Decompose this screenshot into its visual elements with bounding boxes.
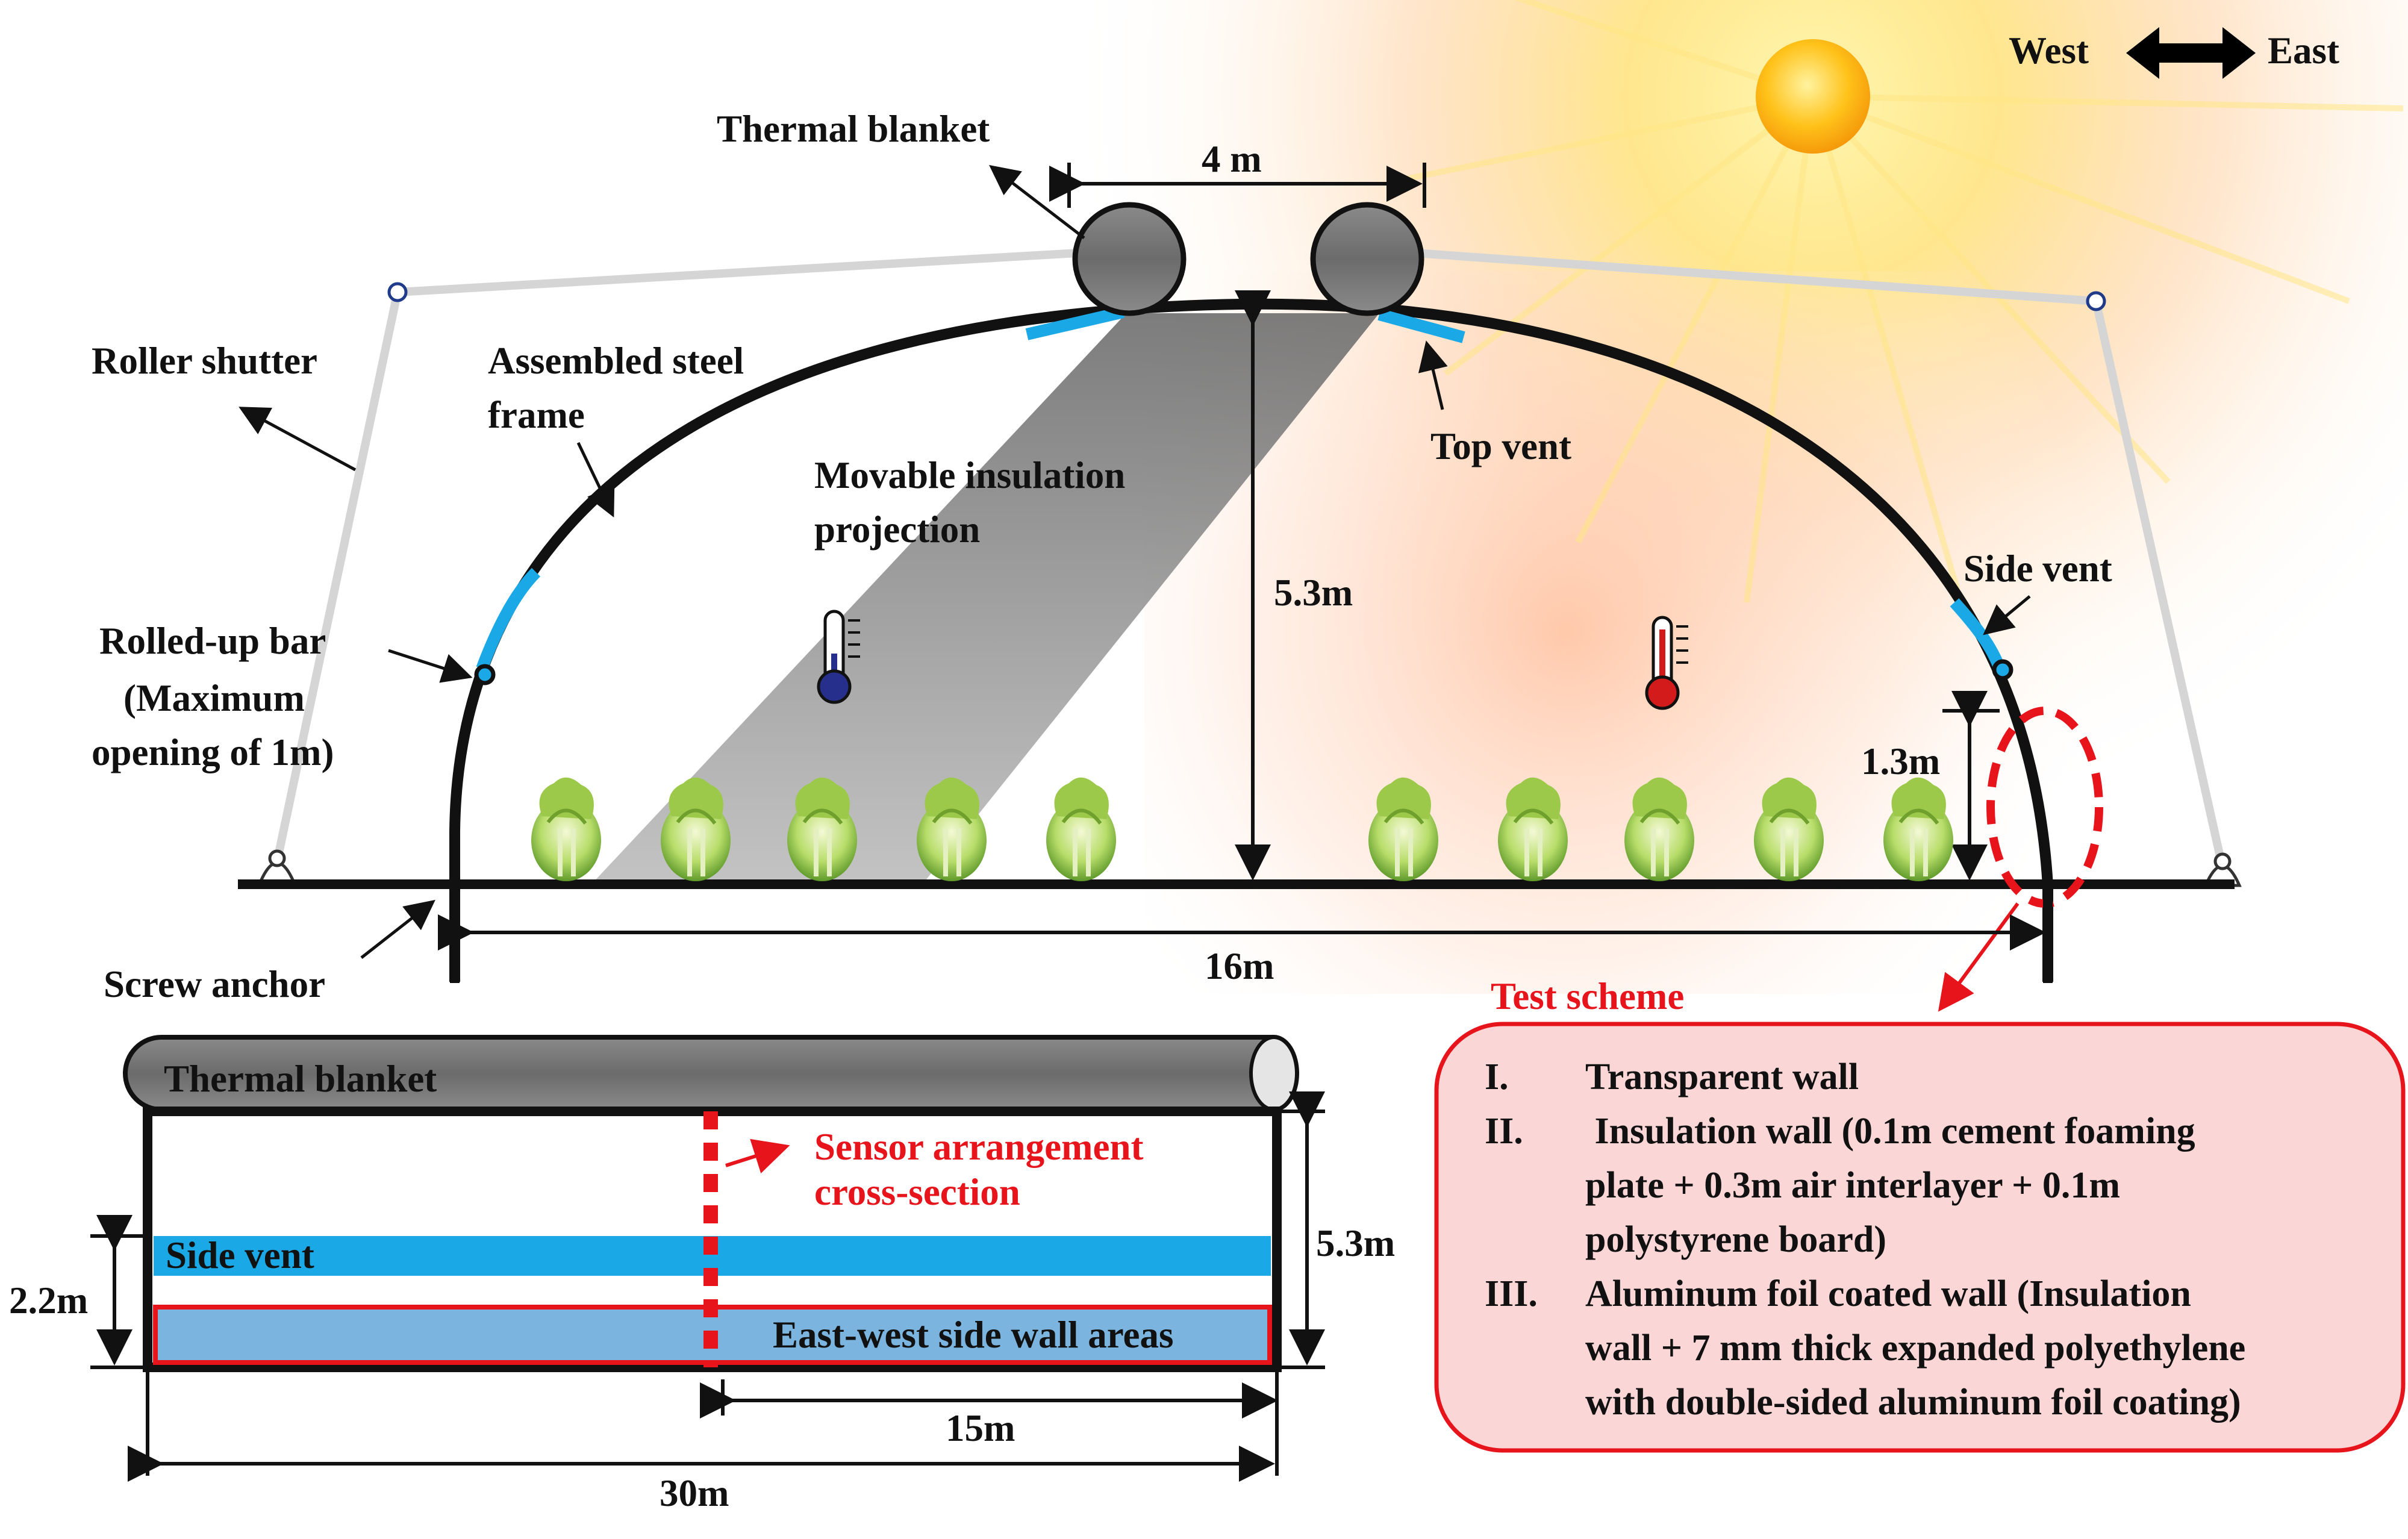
- west-east-arrow-icon: [2126, 27, 2256, 79]
- scheme-2-line-3: polystyrene board): [1585, 1219, 1886, 1260]
- scheme-1-line-1: Transparent wall: [1585, 1057, 1859, 1097]
- plan-sensor-label-2: cross-section: [814, 1171, 1020, 1213]
- plan-side-vent-label: Side vent: [166, 1234, 314, 1276]
- arrow-icon: [1418, 340, 1448, 410]
- plan-view: Thermal blanket Side vent East-west side…: [9, 1035, 1395, 1514]
- scheme-2-line-2: plate + 0.3m air interlayer + 0.1m: [1585, 1165, 2120, 1206]
- insulation-projection: [590, 313, 1379, 885]
- thermal-blanket-label: Thermal blanket: [717, 108, 990, 150]
- hinge-left: [387, 282, 408, 302]
- plan-thermal-blanket-label: Thermal blanket: [164, 1058, 437, 1100]
- scheme-2-num: II.: [1485, 1111, 1523, 1152]
- sun-rays: [1397, 0, 2404, 603]
- rolled-up-bar-left: [474, 664, 496, 685]
- height-label: 5.3m: [1274, 572, 1353, 614]
- arrow-icon: [989, 164, 1085, 239]
- insulation-label-1: Movable insulation: [814, 454, 1125, 496]
- steel-frame-label-2: frame: [488, 394, 585, 436]
- span-label: 16m: [1205, 945, 1274, 987]
- plan-half-length-label: 15m: [946, 1407, 1015, 1449]
- left-vent: [476, 567, 541, 671]
- side-vent-label: Side vent: [1964, 548, 2112, 590]
- side-height-label: 1.3m: [1861, 740, 1940, 782]
- rolled-bar-label-3: opening of 1m): [92, 731, 334, 773]
- test-scheme-list: I. Transparent wall II. Insulation wall …: [1485, 1057, 2245, 1423]
- rolled-bar-label-2: (Maximum: [123, 677, 305, 719]
- roller-shutter-label: Roller shutter: [92, 340, 317, 382]
- hinge-right: [2086, 291, 2106, 311]
- scheme-3-line-1: Aluminum foil coated wall (Insulation: [1585, 1273, 2191, 1314]
- arrow-icon: [388, 649, 473, 683]
- insulation-label-2: projection: [814, 508, 980, 551]
- plan-height-label: 5.3m: [1316, 1222, 1395, 1264]
- arrow-icon: [360, 899, 435, 959]
- scheme-1-num: I.: [1485, 1057, 1509, 1097]
- test-scheme-panel: [1434, 1022, 2406, 1453]
- plan-sensor-arrow: [725, 1138, 790, 1174]
- thermal-blanket-roll-right: [1310, 202, 1424, 316]
- scheme-3-line-3: with double-sided aluminum foil coating): [1585, 1382, 2241, 1423]
- rolled-up-bar-right: [1992, 659, 2013, 681]
- top-width-label: 4 m: [1202, 138, 1262, 180]
- top-vent-left: [1025, 306, 1125, 340]
- test-scheme-label: Test scheme: [1491, 975, 1684, 1017]
- arrow-icon: [1983, 595, 2031, 635]
- scheme-2-line-1: Insulation wall (0.1m cement foaming: [1585, 1111, 2195, 1152]
- plan-vent-height-label: 2.2m: [9, 1279, 88, 1322]
- top-vent-label: Top vent: [1430, 425, 1571, 467]
- west-label: West: [2009, 30, 2089, 72]
- plan-sensor-label-1: Sensor arrangement: [814, 1126, 1144, 1168]
- screw-anchor-label: Screw anchor: [104, 963, 325, 1005]
- arrow-icon: [576, 442, 615, 518]
- thermometer-hot-icon: [1645, 616, 1688, 710]
- arrow-icon: [239, 407, 357, 472]
- plan-wall-areas-label: East-west side wall areas: [773, 1314, 1174, 1356]
- rolled-bar-label-1: Rolled-up bar: [99, 620, 326, 662]
- thermal-blanket-roll-left: [1072, 202, 1187, 316]
- sun-icon: [1756, 39, 1870, 154]
- steel-frame-label-1: Assembled steel: [488, 340, 744, 382]
- thermometer-cold-icon: [817, 610, 860, 704]
- plan-length-label: 30m: [660, 1472, 729, 1514]
- scheme-3-line-2: wall + 7 mm thick expanded polyethylene: [1585, 1328, 2245, 1369]
- scheme-3-num: III.: [1485, 1273, 1538, 1314]
- top-vent-right: [1377, 308, 1465, 343]
- east-label: East: [2268, 30, 2339, 72]
